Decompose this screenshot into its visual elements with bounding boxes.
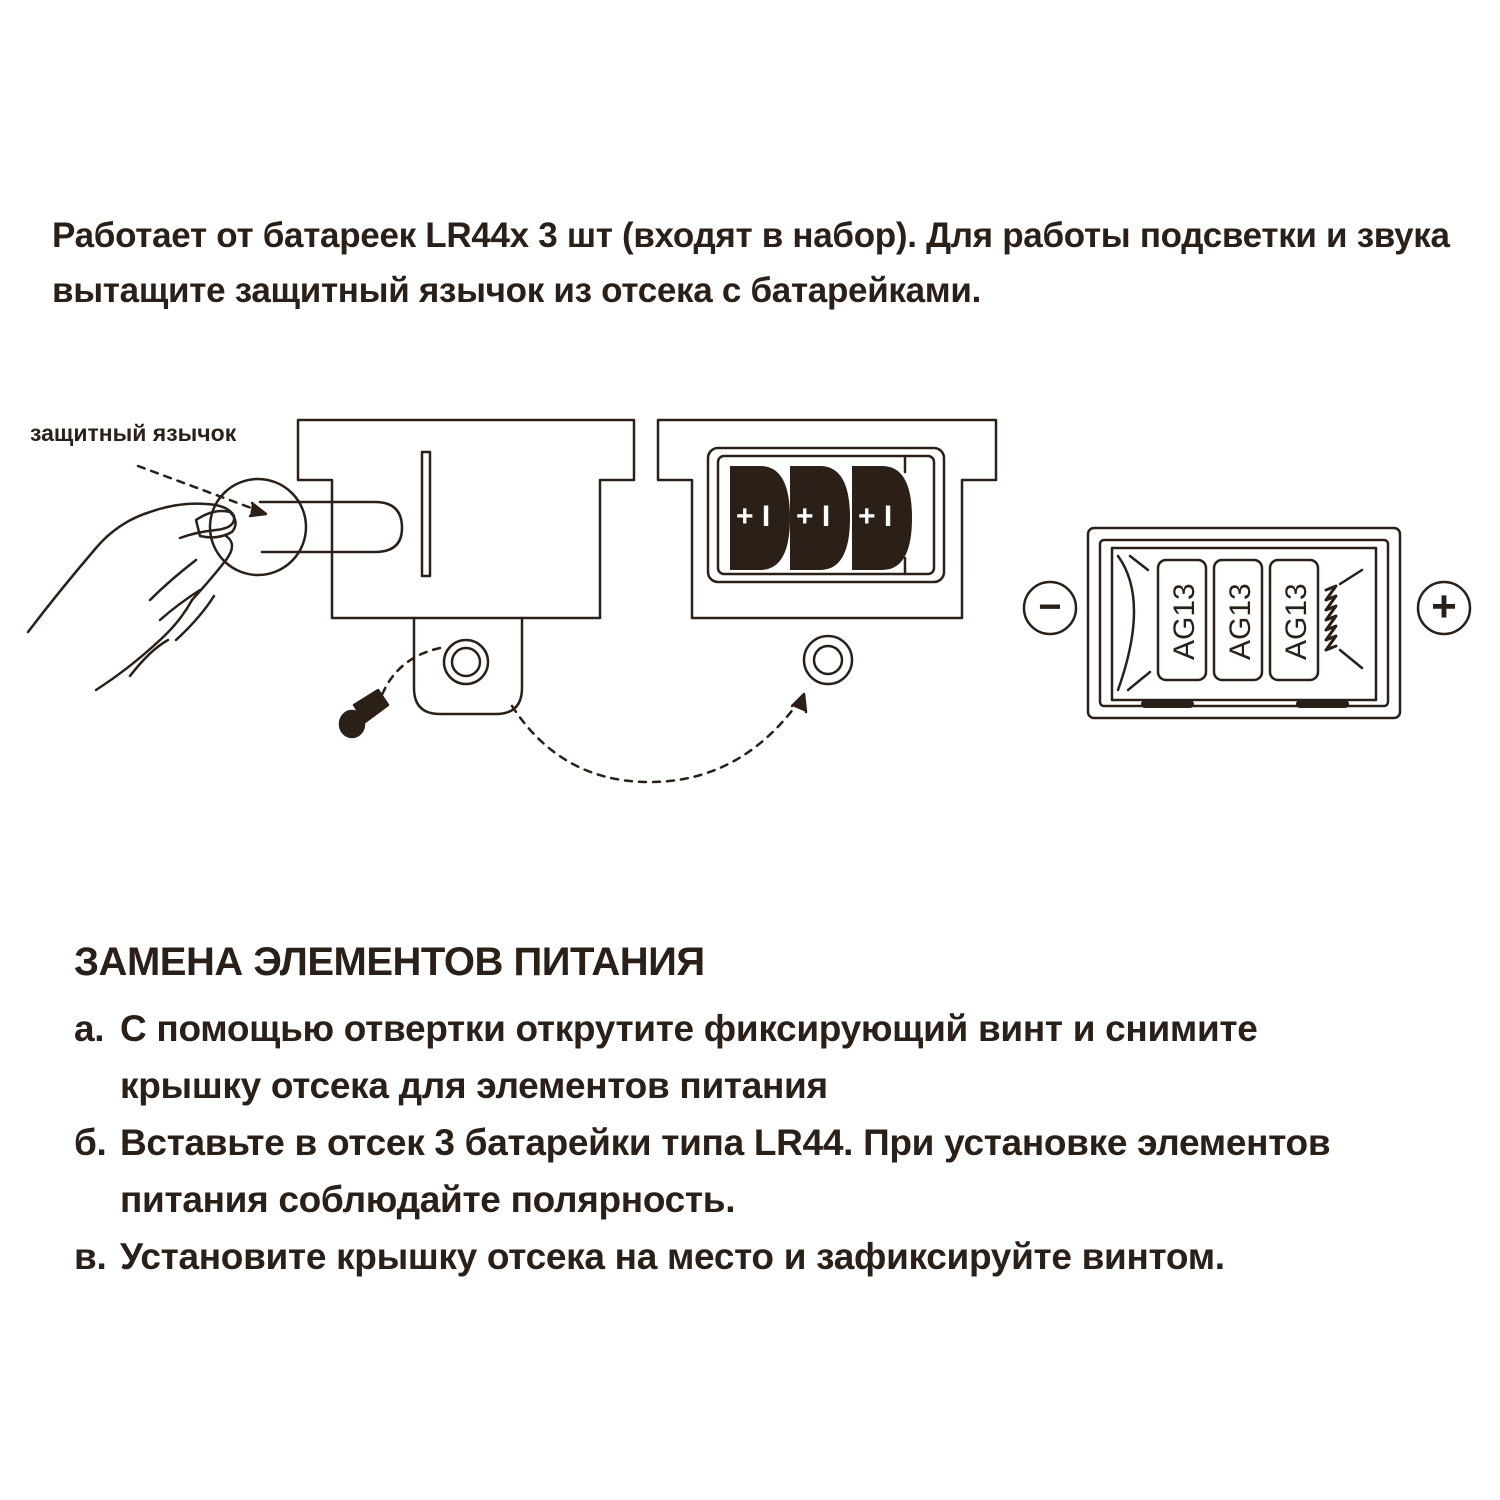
hand-illustration — [26, 502, 236, 692]
section-title: ЗАМЕНА ЭЛЕМЕНТОВ ПИТАНИЯ — [74, 940, 705, 984]
screw-icon — [338, 688, 390, 739]
step-line: питания соблюдайте полярность. — [120, 1179, 736, 1220]
minus-symbol: − — [1038, 585, 1061, 629]
intro-text: Работает от батареек LR44x 3 шт (входят … — [52, 208, 1472, 318]
screw-tab — [412, 616, 524, 716]
minus-icon — [1022, 580, 1078, 636]
screw-hole — [442, 638, 490, 686]
step-c: в. Установите крышку отсека на место и з… — [74, 1228, 1474, 1285]
battery-cover-closed — [296, 418, 636, 620]
step-line: крышку отсека для элементов питания — [120, 1065, 828, 1106]
step-line: С помощью отвертки открутите фиксирующий… — [120, 1008, 1258, 1049]
cell-polarity-1: + I — [736, 500, 770, 533]
battery-diagram: + I + I + I AG13 AG13 AG13 − + — [26, 418, 1472, 784]
tab-ring — [208, 477, 308, 577]
spring — [1324, 584, 1338, 652]
cell-3 — [1268, 558, 1320, 682]
protective-tab-label: защитный язычок — [30, 420, 237, 446]
protective-tab — [258, 500, 404, 554]
plus-icon — [1416, 580, 1472, 636]
intro-line-2: вытащите защитный язычок из отсека с бат… — [52, 271, 982, 310]
cell-polarity-2: + I — [796, 500, 830, 533]
battery-holder — [1086, 526, 1402, 720]
step-marker: в. — [74, 1236, 107, 1277]
instruction-steps: а. С помощью отвертки открутите фиксирую… — [74, 1000, 1474, 1285]
cell-dark-2 — [790, 466, 850, 570]
screw-hole-target — [802, 634, 854, 686]
cover-slot — [420, 450, 432, 578]
cell-dark-3 — [852, 466, 912, 570]
cell-label-2: AG13 — [1224, 583, 1257, 660]
cell-label-3: AG13 — [1280, 583, 1313, 660]
battery-compartment-open — [656, 418, 998, 620]
cell-1 — [1156, 558, 1208, 682]
step-b: б. Вставьте в отсек 3 батарейки типа LR4… — [74, 1114, 1474, 1228]
step-line: Установите крышку отсека на место и зафи… — [120, 1236, 1225, 1277]
cell-label-1: AG13 — [1168, 583, 1201, 660]
cell-polarity-3: + I — [858, 500, 892, 533]
step-line: Вставьте в отсек 3 батарейки типа LR44. … — [120, 1122, 1331, 1163]
step-marker: а. — [74, 1008, 105, 1049]
cell-2 — [1212, 558, 1264, 682]
cell-dark-1 — [730, 466, 790, 570]
intro-line-1: Работает от батареек LR44x 3 шт (входят … — [52, 216, 1450, 255]
step-marker: б. — [74, 1122, 107, 1163]
step-a: а. С помощью отвертки открутите фиксирую… — [74, 1000, 1474, 1114]
plus-symbol: + — [1431, 582, 1457, 631]
